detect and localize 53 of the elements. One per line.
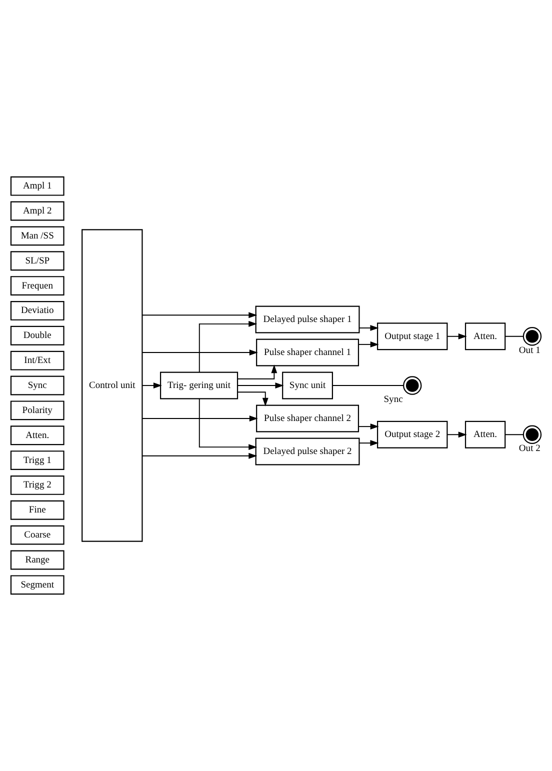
node-box: Ampl 1 [10, 176, 64, 196]
node-box: Frequen [10, 276, 64, 296]
arrow [142, 350, 258, 356]
node-box: Int/Ext [10, 350, 64, 370]
node-box: Ampl 2 [10, 201, 64, 221]
arrow [142, 416, 258, 422]
node-box: Coarse [10, 525, 64, 545]
node-box: Delayed pulse shaper 1 [255, 306, 360, 334]
arrow [237, 382, 284, 388]
node-box: Range [10, 550, 64, 570]
connector [504, 336, 524, 337]
arrow [358, 424, 379, 430]
arrow [358, 324, 379, 331]
node-box: Polarity [10, 400, 64, 420]
node-box: Output stage 2 [376, 420, 448, 448]
arrow [237, 364, 278, 380]
arrow [237, 392, 268, 406]
node-label: Sync [384, 394, 403, 405]
arrow [446, 432, 467, 438]
node-box: Output stage 1 [376, 322, 448, 350]
node-box: Control unit [82, 229, 143, 542]
connector [332, 385, 404, 386]
arrow [358, 440, 379, 446]
arrow [358, 341, 379, 348]
node-box: Trig- gering unit [160, 372, 238, 400]
node-circle [403, 376, 422, 395]
node-box: Fine [10, 500, 64, 520]
arrow [142, 452, 258, 459]
node-box: Deviatio [10, 301, 64, 320]
arrow [198, 398, 258, 450]
node-circle [522, 425, 542, 444]
node-label: Out 2 [518, 444, 540, 454]
node-box: Pulse shaper channel 1 [256, 338, 360, 366]
node-box: Sync [10, 376, 64, 396]
arrow [142, 382, 162, 388]
node-box: Delayed pulse shaper 2 [255, 438, 360, 466]
node-box: Atten. [464, 322, 506, 350]
node-box: Pulse shaper channel 2 [256, 404, 360, 432]
node-box: Trigg 1 [10, 450, 64, 470]
node-box: Sync unit [282, 372, 333, 400]
node-box: Trigg 2 [10, 476, 64, 495]
node-box: Segment [10, 575, 64, 595]
node-circle [522, 327, 542, 346]
connector [504, 434, 524, 436]
node-label: Out 1 [518, 346, 540, 356]
node-box: Atten. [464, 420, 506, 448]
node-box: Man /SS [10, 226, 64, 246]
arrow [446, 333, 467, 340]
node-box: Double [10, 326, 64, 346]
arrow [198, 320, 258, 373]
node-box: Atten. [10, 426, 64, 446]
arrow [142, 312, 258, 318]
node-box: SL/SP [10, 251, 64, 271]
